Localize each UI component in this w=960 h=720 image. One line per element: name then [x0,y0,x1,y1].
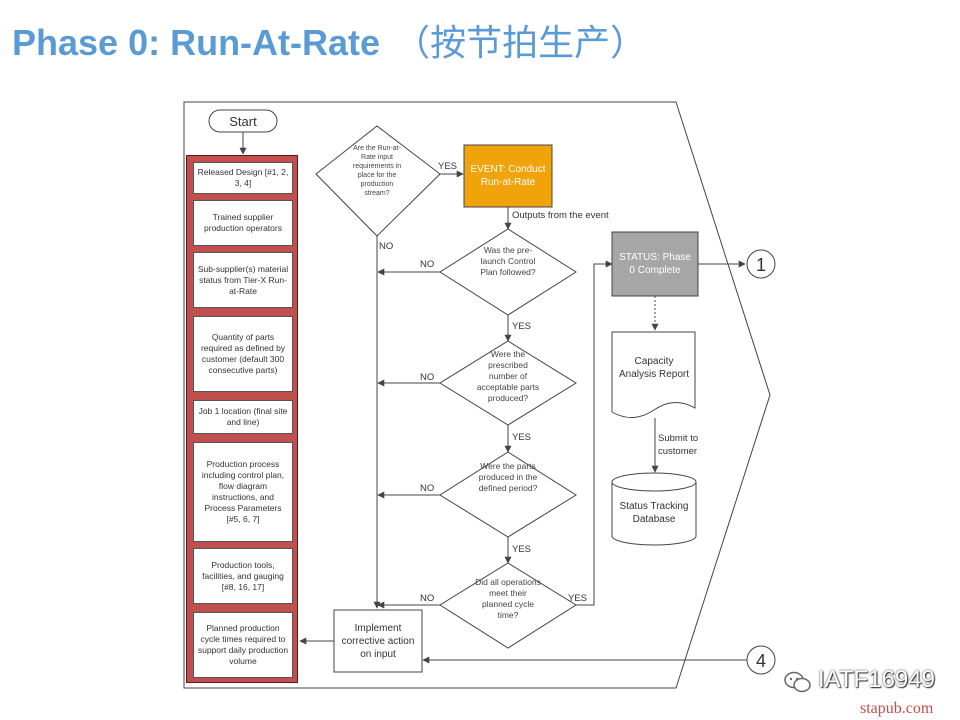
no-label-q3: NO [420,483,435,494]
input-item: Production tools, facilities, and gaugin… [193,548,293,604]
yes-label-q3: YES [512,544,532,555]
submit-label: Submit to customer [658,433,699,457]
input-item: Released Design [#1, 2, 3, 4] [193,162,293,194]
outputs-label: Outputs from the event [512,210,609,221]
connector-1-label: 1 [756,255,766,275]
start-label: Start [229,114,257,129]
database-cylinder [611,482,697,546]
no-label-q1: NO [420,259,435,270]
database-text: Status Tracking Database [619,501,689,525]
input-item: Production process including control pla… [193,442,293,542]
input-item: Trained supplier production operators [193,200,293,246]
connector-4-label: 4 [756,651,766,671]
yes-label-q1: YES [512,321,532,332]
question-inputs-text: Are the Run-at-Rate input requirements i… [352,145,402,197]
input-item: Planned production cycle times required … [193,612,293,678]
question-q1-text: Was the pre-launch Control Plan followed… [480,245,536,277]
title-chinese: （按节拍生产） [394,23,647,64]
decision-diamond-q4 [439,562,577,649]
question-q4-text: Did all operations meet their planned cy… [475,577,541,620]
watermark-text: IATF16949 [818,666,935,693]
title-main: Phase 0: Run-At-Rate [12,22,381,63]
wechat-icon [784,671,811,693]
status-box-text: STATUS: Phase 0 Complete [619,252,691,276]
yes-label-q2: YES [512,432,532,443]
no-label-q2: NO [420,372,435,383]
capacity-report-document [611,331,696,418]
question-q3-text: Were the parts produced in the defined p… [478,461,538,493]
input-requirements-panel: Released Design [#1, 2, 3, 4] Trained su… [186,155,298,683]
input-item: Job 1 location (final site and line) [193,400,293,434]
page-title: Phase 0: Run-At-Rate （按节拍生产） [12,14,646,66]
yes-label-inputs: YES [438,161,458,172]
site-url: stapub.com [860,700,934,717]
question-q2-text: Were the prescribed number of acceptable… [476,349,540,403]
corrective-action-text: Implement corrective action on input [341,622,415,660]
database-cylinder-top [611,472,697,492]
capacity-report-text: Capacity Analysis Report [618,356,690,380]
yes-label-q4: YES [568,593,588,604]
event-box [463,144,553,208]
no-label-q4: NO [420,593,435,604]
input-item: Quantity of parts required as defined by… [193,316,293,392]
phase-frame [183,101,771,689]
connector-1 [746,249,776,279]
status-box [611,231,699,297]
arrow-q4-yes-to-status [576,260,613,606]
no-label-inputs: NO [379,241,394,252]
event-box-text: EVENT: Conduct Run-at-Rate [470,164,546,188]
input-item: Sub-supplier(s) material status from Tie… [193,252,293,308]
